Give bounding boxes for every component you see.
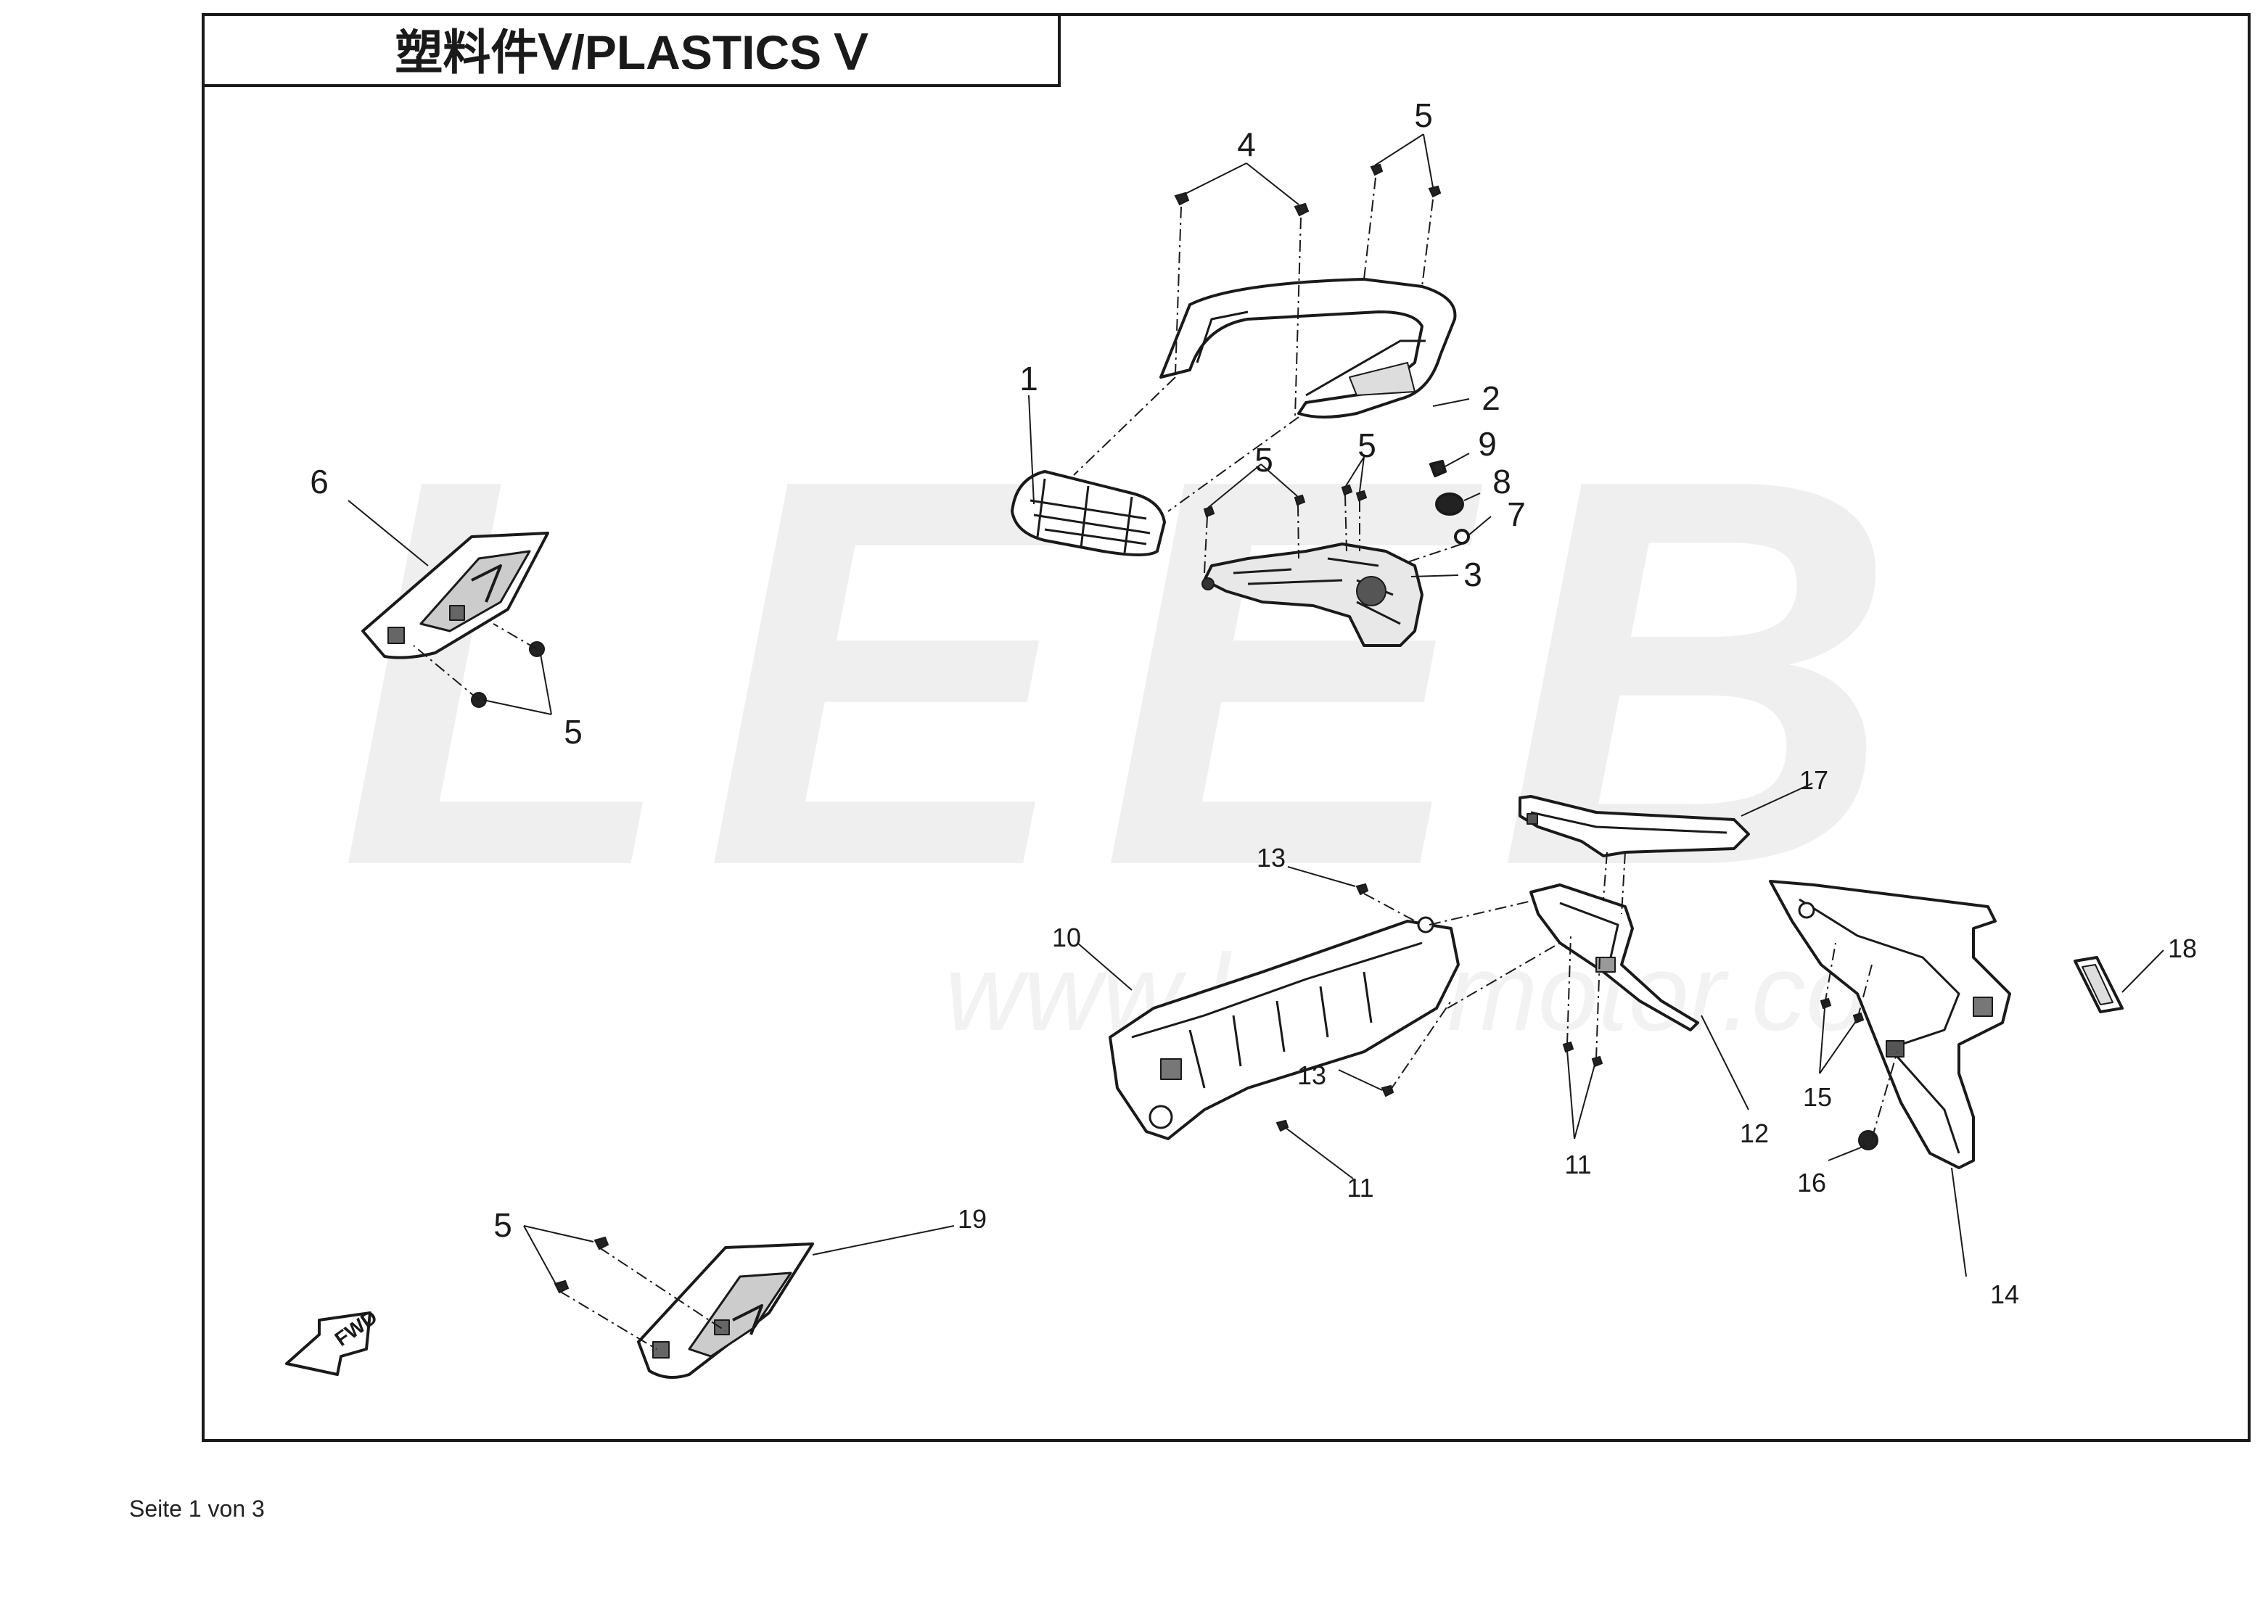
page-footer: Seite 1 von 3 xyxy=(129,1496,265,1522)
callout-13-b: 13 xyxy=(1297,1060,1326,1090)
callout-4: 4 xyxy=(1237,125,1256,163)
fasteners xyxy=(471,163,1878,1294)
callouts: 1 2 3 4 5 5 5 5 5 6 7 8 9 xyxy=(310,96,1526,1244)
screw-5e xyxy=(1341,484,1353,496)
screw-4a xyxy=(1174,191,1190,206)
callout-3: 3 xyxy=(1463,556,1482,593)
callout-14: 14 xyxy=(1990,1279,2019,1309)
part-7-nut xyxy=(1454,529,1470,545)
part-14-rear-hugger xyxy=(1769,880,2011,1169)
part-10-rear-fender xyxy=(1109,916,1460,1140)
screw-5d xyxy=(1294,494,1306,506)
callout-2: 2 xyxy=(1482,379,1500,417)
screw-5i xyxy=(593,1236,609,1250)
screw-5f xyxy=(1355,490,1368,502)
title-box xyxy=(202,13,1061,87)
callout-1: 1 xyxy=(1019,360,1038,397)
fwd-arrow: FWD xyxy=(285,1306,382,1376)
part-2-grab-rail xyxy=(1159,278,1457,419)
diagram-title: 塑料件Ⅴ/PLASTICS Ⅴ xyxy=(395,25,868,79)
callout-16: 16 xyxy=(1797,1168,1826,1198)
screw-11a xyxy=(1275,1119,1289,1132)
callout-18: 18 xyxy=(2168,933,2197,963)
callout-9: 9 xyxy=(1478,425,1497,463)
screw-5b xyxy=(1428,185,1442,198)
callout-5-top: 5 xyxy=(1414,96,1433,134)
callout-5-mid-right: 5 xyxy=(1357,426,1376,464)
part-18-reflector xyxy=(2074,956,2124,1013)
screw-11c xyxy=(1591,1055,1603,1068)
callout-5-left: 5 xyxy=(564,713,583,751)
callout-11-a: 11 xyxy=(1347,1173,1373,1203)
callout-17: 17 xyxy=(1799,765,1828,795)
watermark-text: LEEB xyxy=(339,365,1926,981)
callout-11-b: 11 xyxy=(1564,1150,1591,1179)
screw-5a xyxy=(1370,163,1384,176)
leader-lines xyxy=(348,133,2164,1286)
part-9-bolt xyxy=(1429,460,1447,477)
screw-11b xyxy=(1562,1041,1574,1053)
watermark: LEEB www.leeb-motor.com xyxy=(339,365,1957,1053)
callout-10: 10 xyxy=(1052,923,1081,952)
diagram-frame xyxy=(202,13,2251,1442)
callout-8: 8 xyxy=(1492,463,1511,500)
part-8-grommet xyxy=(1435,492,1464,516)
part-1-tail-cover xyxy=(1011,470,1166,556)
screw-13a xyxy=(1355,883,1369,896)
callout-7: 7 xyxy=(1507,495,1526,533)
screw-4b xyxy=(1294,202,1310,217)
screw-13b xyxy=(1381,1084,1394,1097)
callout-12: 12 xyxy=(1740,1118,1769,1148)
part-19-side-cover xyxy=(637,1242,814,1379)
callouts-small: 10 11 11 12 13 13 14 15 16 17 18 19 xyxy=(958,765,2197,1309)
callout-15: 15 xyxy=(1803,1082,1832,1112)
callout-13-a: 13 xyxy=(1257,843,1286,873)
screw-5c xyxy=(1203,506,1215,518)
part-3-bracket xyxy=(1201,543,1423,647)
part-17-top-cover xyxy=(1519,795,1750,857)
assembly-lines xyxy=(413,177,1898,1350)
part-6-side-cover xyxy=(361,532,549,659)
callout-5-bottom: 5 xyxy=(493,1206,512,1244)
callout-19: 19 xyxy=(958,1204,987,1234)
screw-5j xyxy=(554,1279,570,1294)
callout-6: 6 xyxy=(310,463,329,500)
callout-5-mid-left: 5 xyxy=(1254,441,1273,479)
